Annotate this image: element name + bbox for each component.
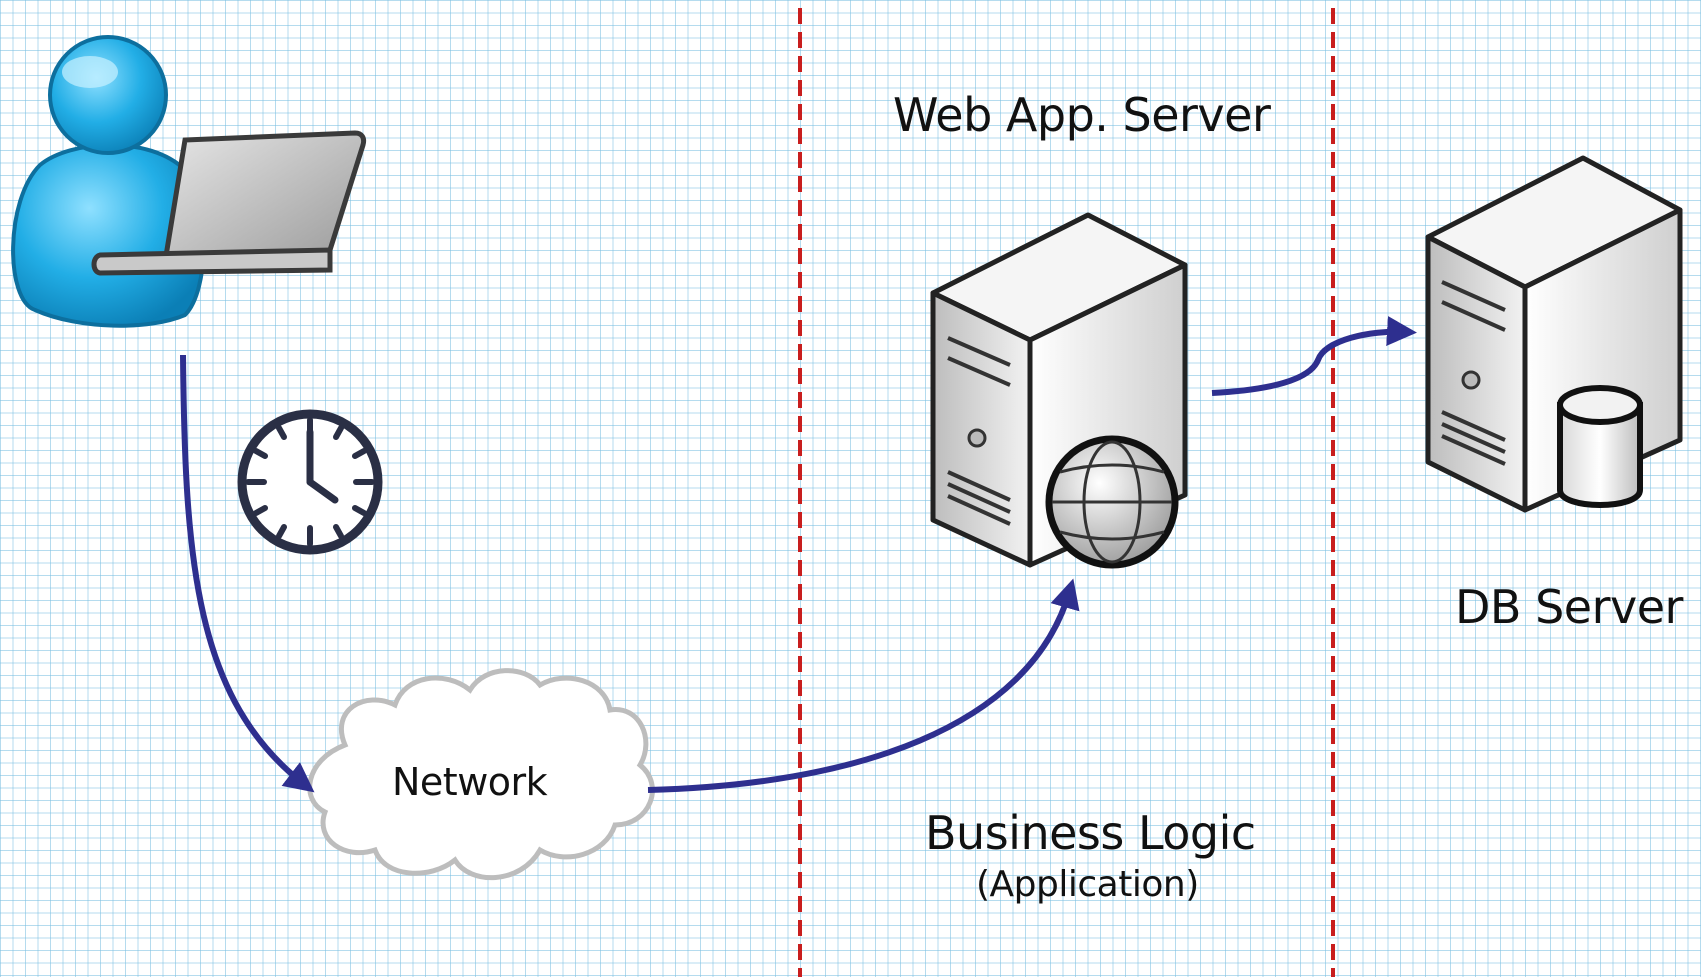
arrow-webserver-to-dbserver: [1211, 316, 1417, 396]
db-server-label: DB Server: [1455, 580, 1683, 634]
network-label: Network: [392, 760, 548, 804]
globe-icon: [1045, 435, 1179, 569]
database-cylinder-icon: [1557, 385, 1643, 508]
application-label: (Application): [976, 864, 1199, 905]
web-server-label: Web App. Server: [893, 88, 1271, 142]
network-cloud: [307, 668, 655, 881]
business-logic-label: Business Logic: [925, 806, 1256, 860]
arrow-network-to-webserver: [647, 578, 1080, 793]
arrow-user-to-network: [180, 354, 315, 793]
clock-icon: [237, 409, 383, 555]
user-laptop-icon: [11, 35, 367, 328]
